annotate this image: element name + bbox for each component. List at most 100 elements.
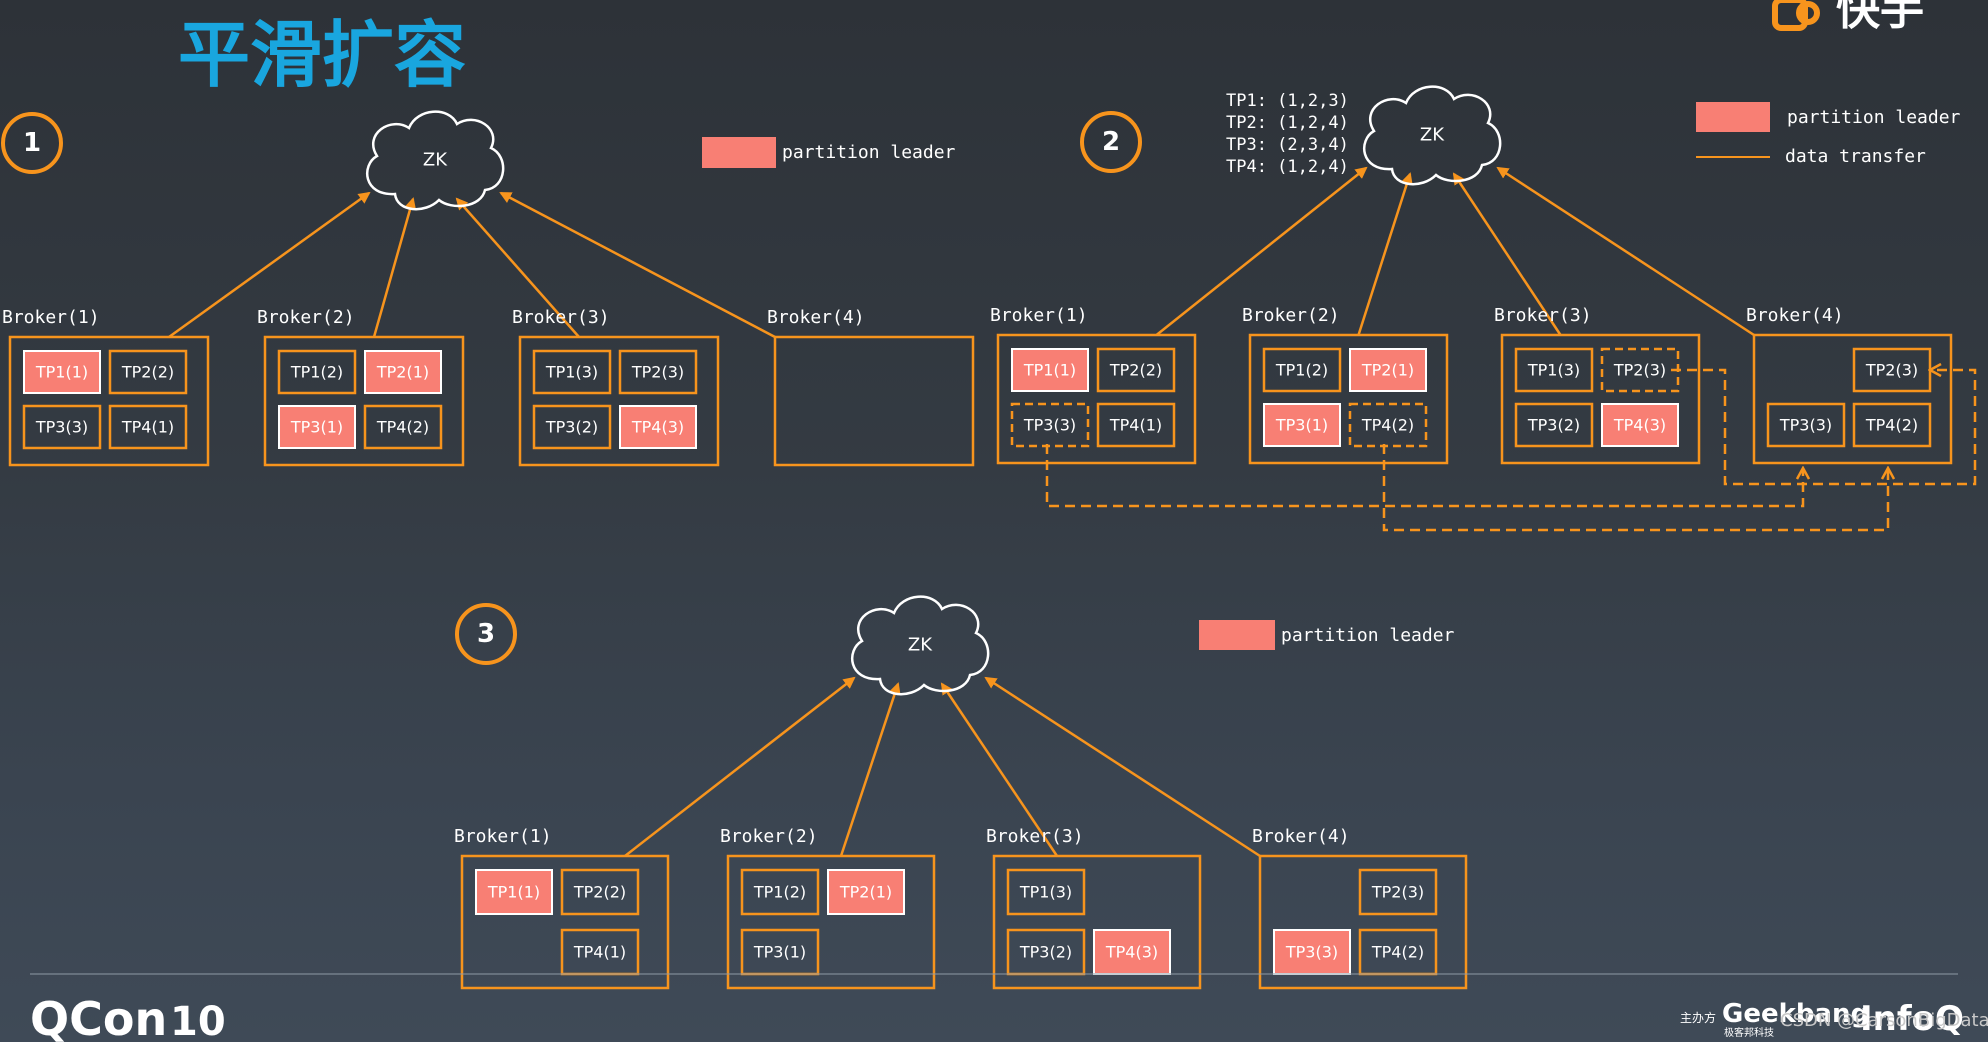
leader-fill: [1605, 407, 1675, 443]
leader-fill: [1015, 352, 1085, 388]
partition-label: TP3(1): [290, 418, 343, 437]
partition-cell: TP1(1): [1011, 348, 1089, 392]
brand-logo-text: 快手: [1836, 0, 1924, 35]
legend-leader-label: partition leader: [1281, 625, 1455, 646]
partition-label: TP1(3): [545, 363, 598, 382]
kuaishou-logo: 快手: [1772, 0, 1924, 35]
partition-label: TP2(3): [1371, 883, 1424, 902]
partition-label: TP3(3): [1779, 416, 1832, 435]
partition-label: TP4(1): [121, 418, 174, 437]
partition-cell: TP2(3): [1358, 868, 1438, 916]
organizer-logos: 主办方 Geekbang 极客邦科技 InfoQ CSDN @CarsonBig…: [1680, 999, 1988, 1039]
partition-box: [363, 404, 443, 450]
broker-box: [263, 335, 465, 467]
step-3-diagram: Broker(1)TP1(1)TP2(2)TP4(1)Broker(2)TP1(…: [454, 676, 1468, 990]
leader-fill: [27, 354, 97, 390]
partition-cell: TP4(3): [1093, 929, 1171, 975]
zk-arrow: [839, 682, 901, 857]
zk-cloud: ZK: [1362, 85, 1502, 186]
cloud-shape: [365, 110, 505, 211]
broker-3: Broker(3)TP1(3)TP2(3)TP3(2)TP4(3): [512, 307, 720, 467]
host-label: 主办方: [1680, 1010, 1716, 1025]
zk-arrow: [984, 676, 1261, 858]
partition-label: TP3(1): [753, 943, 806, 962]
broker-label: Broker(2): [1242, 305, 1340, 326]
leader-fill: [623, 409, 693, 445]
broker-label: Broker(1): [2, 307, 100, 328]
camera-icon: [1772, 0, 1820, 31]
partition-cell: TP1(1): [23, 350, 101, 394]
broker-4: Broker(4)TP2(3)TP3(3)TP4(2): [1252, 826, 1468, 990]
step-3-badge: 3: [455, 603, 517, 665]
partition-cell: TP2(3): [1600, 347, 1680, 393]
partition-label: TP3(3): [1023, 416, 1076, 435]
partition-cell: TP1(2): [740, 868, 820, 916]
partition-cell: TP1(1): [475, 869, 553, 915]
broker-box: [1258, 854, 1468, 990]
zk-arrow: [372, 197, 417, 338]
partition-label: TP4(1): [1109, 416, 1162, 435]
legend-leader-label: partition leader: [1787, 107, 1961, 128]
transfer-path-tp4: [1382, 444, 1888, 532]
broker-box: [1500, 333, 1701, 465]
partition-cell: TP4(1): [108, 404, 188, 450]
partition-cell: TP2(3): [618, 349, 698, 395]
partition-label: TP3(1): [1275, 416, 1328, 435]
broker-box: [773, 335, 975, 467]
broker-label: Broker(4): [767, 307, 865, 328]
partition-label: TP2(1): [839, 883, 892, 902]
partition-box: [277, 349, 357, 395]
broker-label: Broker(3): [1494, 305, 1592, 326]
partition-label: TP4(2): [376, 418, 429, 437]
step-number: 3: [477, 619, 495, 649]
zk-cloud: ZK: [365, 110, 505, 211]
leader-fill: [479, 873, 549, 911]
broker-2: Broker(2)TP1(2)TP2(1)TP3(1)TP4(2): [257, 307, 465, 467]
qcon-logo: QCon 10: [30, 992, 226, 1042]
broker-box: [992, 854, 1202, 990]
partition-box: [1096, 402, 1176, 448]
assignment-list: TP1: (1,2,3) TP2: (1,2,4) TP3: (2,3,4) T…: [1226, 91, 1349, 177]
leader-fill: [1353, 352, 1423, 388]
partition-box: [1096, 347, 1176, 393]
partition-pending-box: [1348, 402, 1428, 448]
partition-box: [1766, 402, 1846, 448]
broker-1: Broker(1)TP1(1)TP2(2)TP3(3)TP4(1): [2, 307, 210, 467]
partition-label: TP4(1): [573, 943, 626, 962]
broker-label: Broker(2): [257, 307, 355, 328]
partition-label: TP4(3): [1105, 943, 1158, 962]
zk-cloud: ZK: [850, 595, 990, 696]
partition-box: [532, 349, 612, 395]
partition-box: [1852, 402, 1932, 448]
step-1-badge: 1: [1, 112, 63, 174]
partition-label: TP2(1): [1361, 361, 1414, 380]
partition-cell: TP3(2): [1514, 402, 1594, 448]
partition-label: TP2(2): [573, 883, 626, 902]
broker-4: Broker(4)TP2(3)TP3(3)TP4(2): [1746, 305, 1953, 465]
partition-cell: TP4(2): [1852, 402, 1932, 448]
partition-cell: TP1(3): [1006, 868, 1086, 916]
partition-box: [1358, 868, 1438, 916]
partition-label: TP2(2): [121, 363, 174, 382]
partition-label: TP3(3): [1285, 943, 1338, 962]
transfer-path-tp2: [1671, 370, 1977, 486]
partition-label: TP4(3): [1613, 416, 1666, 435]
zk-label: ZK: [908, 635, 933, 656]
zk-arrow: [168, 191, 371, 339]
page-title: 平滑扩容: [178, 13, 466, 97]
step-number: 1: [23, 128, 41, 158]
zk-arrow: [1496, 166, 1755, 337]
partition-box: [560, 868, 640, 916]
leader-fill: [1267, 407, 1337, 443]
zk-label: ZK: [423, 150, 448, 171]
partition-cell: TP1(2): [277, 349, 357, 395]
broker-2: Broker(2)TP1(2)TP2(1)TP3(1): [720, 826, 936, 990]
partition-label: TP2(3): [1613, 361, 1666, 380]
step-1-diagram: Broker(1)TP1(1)TP2(2)TP3(3)TP4(1)Broker(…: [2, 191, 975, 467]
assignment-item: TP1: (1,2,3): [1226, 91, 1349, 111]
zk-arrow: [1155, 166, 1368, 336]
assignment-item: TP4: (1,2,4): [1226, 157, 1349, 177]
partition-cell: TP3(1): [1263, 403, 1341, 447]
partition-box: [532, 404, 612, 450]
partition-label: TP3(2): [545, 418, 598, 437]
